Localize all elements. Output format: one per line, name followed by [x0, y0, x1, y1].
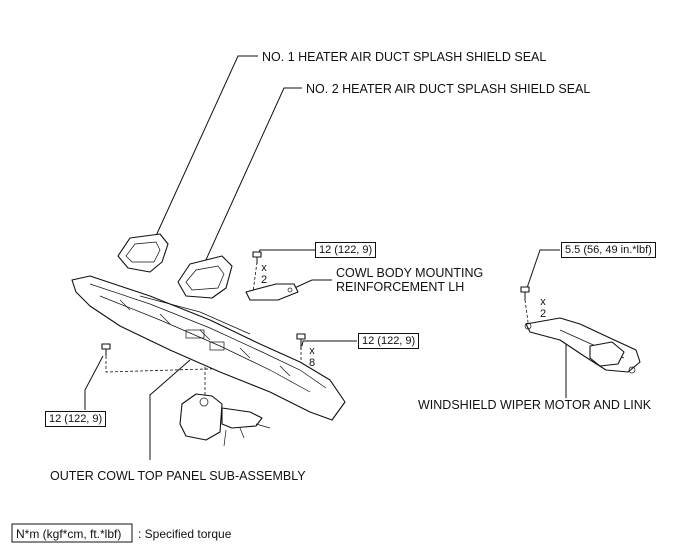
torque-box-reinf: 12 (122, 9) [315, 242, 377, 258]
qty3-x: x [540, 296, 546, 308]
torque-box-right: 12 (122, 9) [358, 333, 420, 349]
leader-cowl-reinf [289, 279, 332, 291]
legend-unit: N*m (kgf*cm, ft.*lbf) [16, 527, 122, 541]
qty2-n: 8 [308, 357, 316, 369]
leader-torque1 [256, 249, 315, 257]
bolt-right [296, 333, 306, 350]
leader-seal2 [204, 87, 302, 263]
leader-seal1 [154, 55, 258, 239]
label-outer-cowl: OUTER COWL TOP PANEL SUB-ASSEMBLY [50, 469, 306, 483]
bolt-left [101, 343, 111, 356]
dash-bolt-wiper [524, 299, 529, 323]
seal2-part [177, 255, 233, 299]
legend-box [11, 523, 133, 543]
leader-torque2 [301, 340, 357, 347]
cowl-reinforcement-part [245, 283, 299, 301]
label-seal1: NO. 1 HEATER AIR DUCT SPLASH SHIELD SEAL [262, 50, 547, 64]
torque-box-wiper: 5.5 (56, 49 in.*lbf) [561, 242, 656, 258]
qty1-n: 2 [260, 274, 268, 286]
qty2-x: x [309, 345, 315, 357]
outer-cowl-part [71, 275, 346, 421]
leader-torque3 [84, 355, 104, 410]
qty1-x: x [261, 262, 267, 274]
label-wiper: WINDSHIELD WIPER MOTOR AND LINK [418, 398, 652, 412]
bolt-reinf [252, 251, 262, 264]
wiper-part [524, 317, 641, 374]
leader-torque4 [526, 249, 560, 289]
leader-lines [84, 55, 567, 460]
leader-outer-cowl [149, 359, 191, 460]
reservoir-part [179, 393, 271, 447]
bolts [101, 251, 530, 356]
qty3-n: 2 [539, 308, 547, 320]
legend-meaning: : Specified torque [138, 527, 232, 541]
torque-box-left: 12 (122, 9) [45, 411, 107, 427]
label-seal2: NO. 2 HEATER AIR DUCT SPLASH SHIELD SEAL [306, 82, 591, 96]
bolt-wiper [520, 286, 530, 300]
label-cowl-reinf-1: COWL BODY MOUNTING [336, 266, 484, 280]
label-cowl-reinf-2: REINFORCEMENT LH [336, 280, 465, 294]
seal1-part [117, 233, 169, 273]
dash-bolt-left [105, 356, 241, 373]
